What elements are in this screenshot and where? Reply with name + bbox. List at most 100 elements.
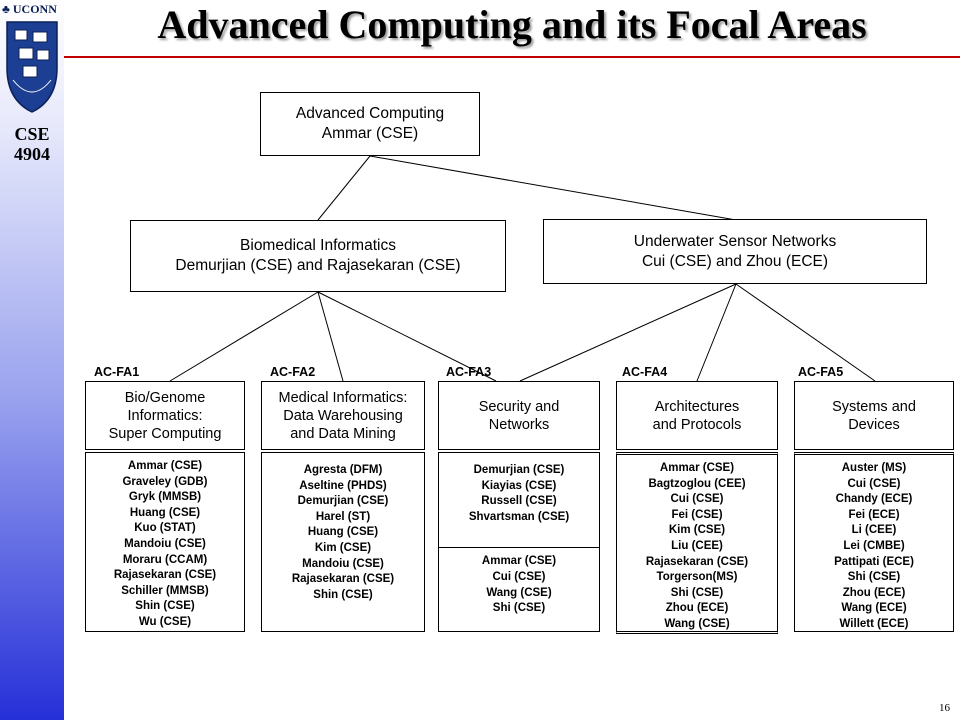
connector-biomedical-to-fa3 xyxy=(317,291,497,382)
member-name: Cui (CSE) xyxy=(847,477,901,490)
member-name: Schiller (MMSB) xyxy=(121,584,209,597)
member-name: Li (CEE) xyxy=(851,524,897,537)
member-name: Demurjian (CSE) xyxy=(297,495,389,508)
branch-title: Biomedical Informatics xyxy=(240,237,396,254)
branch-box-underwater-sensor-networks: Underwater Sensor Networks Cui (CSE) and… xyxy=(543,219,927,284)
root-box-advanced-computing: Advanced Computing Ammar (CSE) xyxy=(260,92,480,156)
member-name: Ammar (CSE) xyxy=(659,462,735,474)
member-name: Kuo (STAT) xyxy=(134,522,196,535)
fa4-label: AC-FA4 xyxy=(622,365,668,379)
member-name: Zhou (ECE) xyxy=(665,602,729,615)
sidebar: ♣ UCONN CSE 4904 xyxy=(0,0,64,720)
member-name: Auster (MS) xyxy=(841,462,907,474)
fa1-title-line: Bio/Genome xyxy=(124,389,206,406)
fa4-title-line: Architectures xyxy=(654,398,740,415)
fa3-members-box: Demurjian (CSE) Kiayias (CSE) Russell (C… xyxy=(438,452,600,632)
logo-wordmark: UCONN xyxy=(12,2,57,16)
member-name: Wu (CSE) xyxy=(138,615,192,628)
member-name: Wang (CSE) xyxy=(664,617,730,630)
branch-leads: Demurjian (CSE) and Rajasekaran (CSE) xyxy=(175,257,461,274)
member-name: Huang (CSE) xyxy=(129,506,201,519)
connector-underwater-to-fa4 xyxy=(696,283,737,382)
member-name: Wang (ECE) xyxy=(841,602,907,615)
member-name: Kim (CSE) xyxy=(668,524,726,537)
member-name: Rajasekaran (CSE) xyxy=(291,573,395,586)
fa2-title-line: and Data Mining xyxy=(290,425,396,442)
member-name: Torgerson(MS) xyxy=(656,571,738,584)
fa4-title-line: and Protocols xyxy=(652,416,742,433)
fa2-label: AC-FA2 xyxy=(270,365,316,379)
member-name: Harel (ST) xyxy=(315,510,371,523)
page-title: Advanced Computing and its Focal Areas xyxy=(157,2,867,47)
member-name: Kiayias (CSE) xyxy=(481,479,557,492)
member-name: Rajasekaran (CSE) xyxy=(113,569,217,582)
member-name: Bagtzoglou (CEE) xyxy=(648,477,746,490)
fa1-label: AC-FA1 xyxy=(94,365,140,379)
fa3-title-box: Security and Networks xyxy=(438,381,600,450)
member-name: Wang (CSE) xyxy=(486,586,552,599)
member-name: Mandoiu (CSE) xyxy=(302,557,384,570)
fa3-title-line: Networks xyxy=(488,416,550,433)
member-name: Liu (CEE) xyxy=(671,539,723,552)
fa1-title-line: Informatics: xyxy=(127,407,203,424)
connector-biomedical-to-fa2 xyxy=(317,291,344,382)
title-underline xyxy=(64,56,960,58)
course-label: CSE 4904 xyxy=(0,124,64,164)
member-name: Huang (CSE) xyxy=(307,526,379,539)
member-name: Zhou (ECE) xyxy=(842,586,906,599)
branch-box-biomedical-informatics: Biomedical Informatics Demurjian (CSE) a… xyxy=(130,220,506,292)
fa1-title-box: Bio/Genome Informatics: Super Computing xyxy=(85,381,245,450)
fa5-title-line: Systems and xyxy=(832,398,916,415)
fa3-title-line: Security and xyxy=(478,398,560,415)
member-name: Shvartsman (CSE) xyxy=(468,510,570,523)
connector-underwater-to-fa5 xyxy=(735,283,876,382)
member-name: Shin (CSE) xyxy=(313,588,373,601)
fa3-label: AC-FA3 xyxy=(446,365,492,379)
member-name: Moraru (CCAM) xyxy=(122,553,208,566)
branch-leads: Cui (CSE) and Zhou (ECE) xyxy=(641,252,829,270)
fa2-title-box: Medical Informatics: Data Warehousing an… xyxy=(261,381,425,450)
fa5-label: AC-FA5 xyxy=(798,365,844,379)
members-divider xyxy=(439,547,599,549)
member-name: Ammar (CSE) xyxy=(127,460,203,472)
fa1-members-box: Ammar (CSE) Graveley (GDB) Gryk (MMSB) H… xyxy=(85,452,245,632)
member-name: Chandy (ECE) xyxy=(835,493,913,506)
uconn-logo: ♣ UCONN xyxy=(2,2,57,17)
member-name: Aseltine (PHDS) xyxy=(299,479,387,492)
connector-biomedical-to-fa1 xyxy=(169,291,319,382)
member-name: Shi (CSE) xyxy=(492,602,546,615)
member-name: Mandoiu (CSE) xyxy=(124,537,206,550)
oak-leaf-icon: ♣ xyxy=(2,2,10,16)
fa5-title-line: Devices xyxy=(848,416,900,433)
cse-seal-icon xyxy=(6,21,58,113)
member-name: Fei (ECE) xyxy=(848,508,900,521)
member-name: Shin (CSE) xyxy=(135,600,195,613)
member-name: Willett (ECE) xyxy=(839,617,909,630)
member-name: Graveley (GDB) xyxy=(122,475,208,488)
root-title: Advanced Computing xyxy=(295,105,445,122)
connector-root-to-biomedical xyxy=(317,155,371,221)
member-name: Demurjian (CSE) xyxy=(473,464,565,476)
member-name: Ammar (CSE) xyxy=(481,555,557,568)
root-lead: Ammar (CSE) xyxy=(321,125,419,142)
fa5-members-box: Auster (MS) Cui (CSE) Chandy (ECE) Fei (… xyxy=(794,452,954,632)
member-name: Pattipati (ECE) xyxy=(834,555,914,568)
branch-title: Underwater Sensor Networks xyxy=(633,232,837,250)
fa2-members-box: Agresta (DFM) Aseltine (PHDS) Demurjian … xyxy=(261,452,425,632)
course-dept: CSE xyxy=(14,124,50,144)
fa5-title-box: Systems and Devices xyxy=(794,381,954,450)
page-number: 16 xyxy=(939,702,950,714)
fa1-title-line: Super Computing xyxy=(108,425,222,442)
member-name: Shi (CSE) xyxy=(670,586,724,599)
connector-root-to-underwater xyxy=(369,155,737,221)
course-number: 4904 xyxy=(14,144,50,164)
member-name: Cui (CSE) xyxy=(492,570,546,583)
member-name: Cui (CSE) xyxy=(670,493,724,506)
fa4-members-box: Ammar (CSE) Bagtzoglou (CEE) Cui (CSE) F… xyxy=(616,452,778,634)
member-name: Russell (CSE) xyxy=(481,495,557,508)
member-name: Gryk (MMSB) xyxy=(128,491,202,504)
fa4-title-box: Architectures and Protocols xyxy=(616,381,778,450)
member-name: Shi (CSE) xyxy=(847,571,901,584)
fa2-title-line: Data Warehousing xyxy=(283,407,403,424)
